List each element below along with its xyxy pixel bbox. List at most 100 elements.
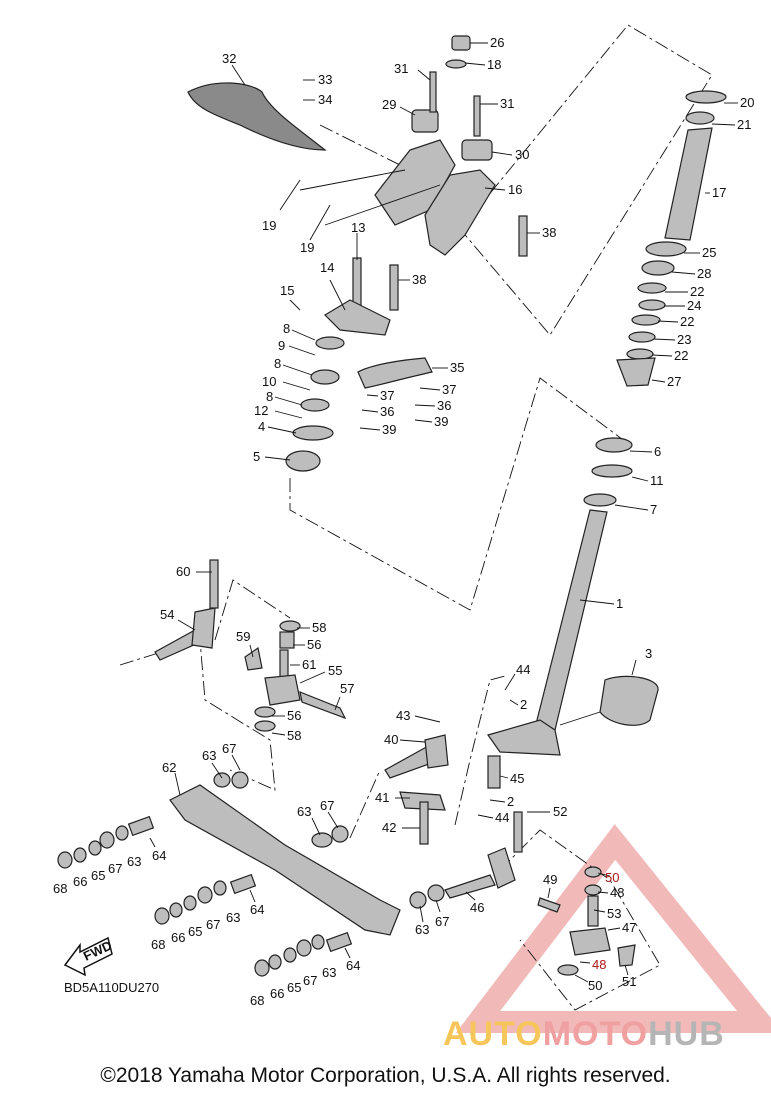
callout-62: 62 bbox=[162, 760, 176, 775]
callout-36: 36 bbox=[437, 398, 451, 413]
steering-column-parts bbox=[616, 90, 727, 387]
callout-60: 60 bbox=[176, 564, 190, 579]
callout-43: 43 bbox=[396, 708, 410, 723]
callout-44: 44 bbox=[516, 662, 530, 677]
cross-rod bbox=[169, 784, 401, 936]
callout-51: 51 bbox=[622, 974, 636, 989]
callout-64: 64 bbox=[250, 902, 264, 917]
callout-63: 63 bbox=[415, 922, 429, 937]
callout-38: 38 bbox=[412, 272, 426, 287]
callout-7: 7 bbox=[650, 502, 657, 517]
callout-67: 67 bbox=[320, 798, 334, 813]
callout-67: 67 bbox=[222, 741, 236, 756]
callout-66: 66 bbox=[270, 986, 284, 1001]
callout-16: 16 bbox=[508, 182, 522, 197]
callout-24: 24 bbox=[687, 298, 701, 313]
callout-54: 54 bbox=[160, 607, 174, 622]
callout-67: 67 bbox=[206, 917, 220, 932]
callout-63: 63 bbox=[322, 965, 336, 980]
watermark-logo: AUTOMOTOHUB bbox=[443, 1015, 725, 1054]
callout-14: 14 bbox=[320, 260, 334, 275]
callout-25: 25 bbox=[702, 245, 716, 260]
callout-64: 64 bbox=[346, 958, 360, 973]
callout-5: 5 bbox=[253, 449, 260, 464]
steering-shaft bbox=[487, 437, 659, 789]
callout-28: 28 bbox=[697, 266, 711, 281]
link-arm bbox=[357, 357, 433, 389]
callout-20: 20 bbox=[740, 95, 754, 110]
callout-68: 68 bbox=[151, 937, 165, 952]
callout-11: 11 bbox=[650, 473, 664, 488]
callout-34: 34 bbox=[318, 92, 332, 107]
callout-56: 56 bbox=[287, 708, 301, 723]
lower-link-assembly bbox=[444, 811, 636, 976]
callout-66: 66 bbox=[73, 874, 87, 889]
callout-56: 56 bbox=[307, 637, 321, 652]
watermark-triangle bbox=[455, 824, 771, 1033]
callout-18: 18 bbox=[487, 57, 501, 72]
callout-48: 48 bbox=[592, 957, 606, 972]
callout-63: 63 bbox=[297, 804, 311, 819]
callout-40: 40 bbox=[384, 732, 398, 747]
callout-2: 2 bbox=[520, 697, 527, 712]
fwd-arrow-icon: FWD bbox=[63, 936, 114, 977]
callout-22: 22 bbox=[674, 348, 688, 363]
callout-22: 22 bbox=[680, 314, 694, 329]
callout-50: 50 bbox=[588, 978, 602, 993]
callout-23: 23 bbox=[677, 332, 691, 347]
callout-46: 46 bbox=[470, 900, 484, 915]
callout-65: 65 bbox=[287, 980, 301, 995]
callout-57: 57 bbox=[340, 681, 354, 696]
callout-39: 39 bbox=[382, 422, 396, 437]
callout-31: 31 bbox=[394, 61, 408, 76]
callout-3: 3 bbox=[645, 646, 652, 661]
callout-48: 48 bbox=[610, 885, 624, 900]
watermark-auto: AUTO bbox=[443, 1015, 543, 1053]
callout-1: 1 bbox=[616, 596, 623, 611]
handguard bbox=[187, 82, 327, 151]
callout-42: 42 bbox=[382, 820, 396, 835]
callout-12: 12 bbox=[254, 403, 268, 418]
callout-6: 6 bbox=[654, 444, 661, 459]
leader-lines bbox=[149, 42, 738, 983]
callout-58: 58 bbox=[312, 620, 326, 635]
callout-39: 39 bbox=[434, 414, 448, 429]
callout-36: 36 bbox=[380, 404, 394, 419]
callout-44: 44 bbox=[495, 810, 509, 825]
diagram-code: BD5A110DU270 bbox=[64, 980, 160, 995]
callout-8: 8 bbox=[283, 321, 290, 336]
callout-68: 68 bbox=[53, 881, 67, 896]
callout-63: 63 bbox=[127, 854, 141, 869]
callout-53: 53 bbox=[607, 906, 621, 921]
callout-19: 19 bbox=[300, 240, 314, 255]
callout-65: 65 bbox=[188, 924, 202, 939]
callout-33: 33 bbox=[318, 72, 332, 87]
callout-35: 35 bbox=[450, 360, 464, 375]
callout-59: 59 bbox=[236, 629, 250, 644]
callout-37: 37 bbox=[380, 388, 394, 403]
callout-49: 49 bbox=[543, 872, 557, 887]
callout-64: 64 bbox=[152, 848, 166, 863]
callout-17: 17 bbox=[712, 185, 726, 200]
callout-22: 22 bbox=[690, 284, 704, 299]
callout-2: 2 bbox=[507, 794, 514, 809]
copyright-notice: ©2018 Yamaha Motor Corporation, U.S.A. A… bbox=[100, 1064, 671, 1087]
upper-bracket bbox=[374, 35, 528, 257]
tie-rod-ends bbox=[57, 771, 445, 977]
callout-65: 65 bbox=[91, 868, 105, 883]
callout-67: 67 bbox=[435, 914, 449, 929]
callout-27: 27 bbox=[667, 374, 681, 389]
callout-31: 31 bbox=[500, 96, 514, 111]
callout-47: 47 bbox=[622, 920, 636, 935]
callout-41: 41 bbox=[375, 790, 389, 805]
callout-37: 37 bbox=[442, 382, 456, 397]
callout-61: 61 bbox=[302, 657, 316, 672]
callout-8: 8 bbox=[266, 389, 273, 404]
watermark-hub: HUB bbox=[648, 1015, 725, 1053]
callout-9: 9 bbox=[278, 338, 285, 353]
callout-67: 67 bbox=[108, 861, 122, 876]
callout-4: 4 bbox=[258, 419, 265, 434]
callout-15: 15 bbox=[280, 283, 294, 298]
callout-labels: 26 18 32 33 34 31 31 29 30 16 19 19 38 1… bbox=[53, 35, 754, 1008]
